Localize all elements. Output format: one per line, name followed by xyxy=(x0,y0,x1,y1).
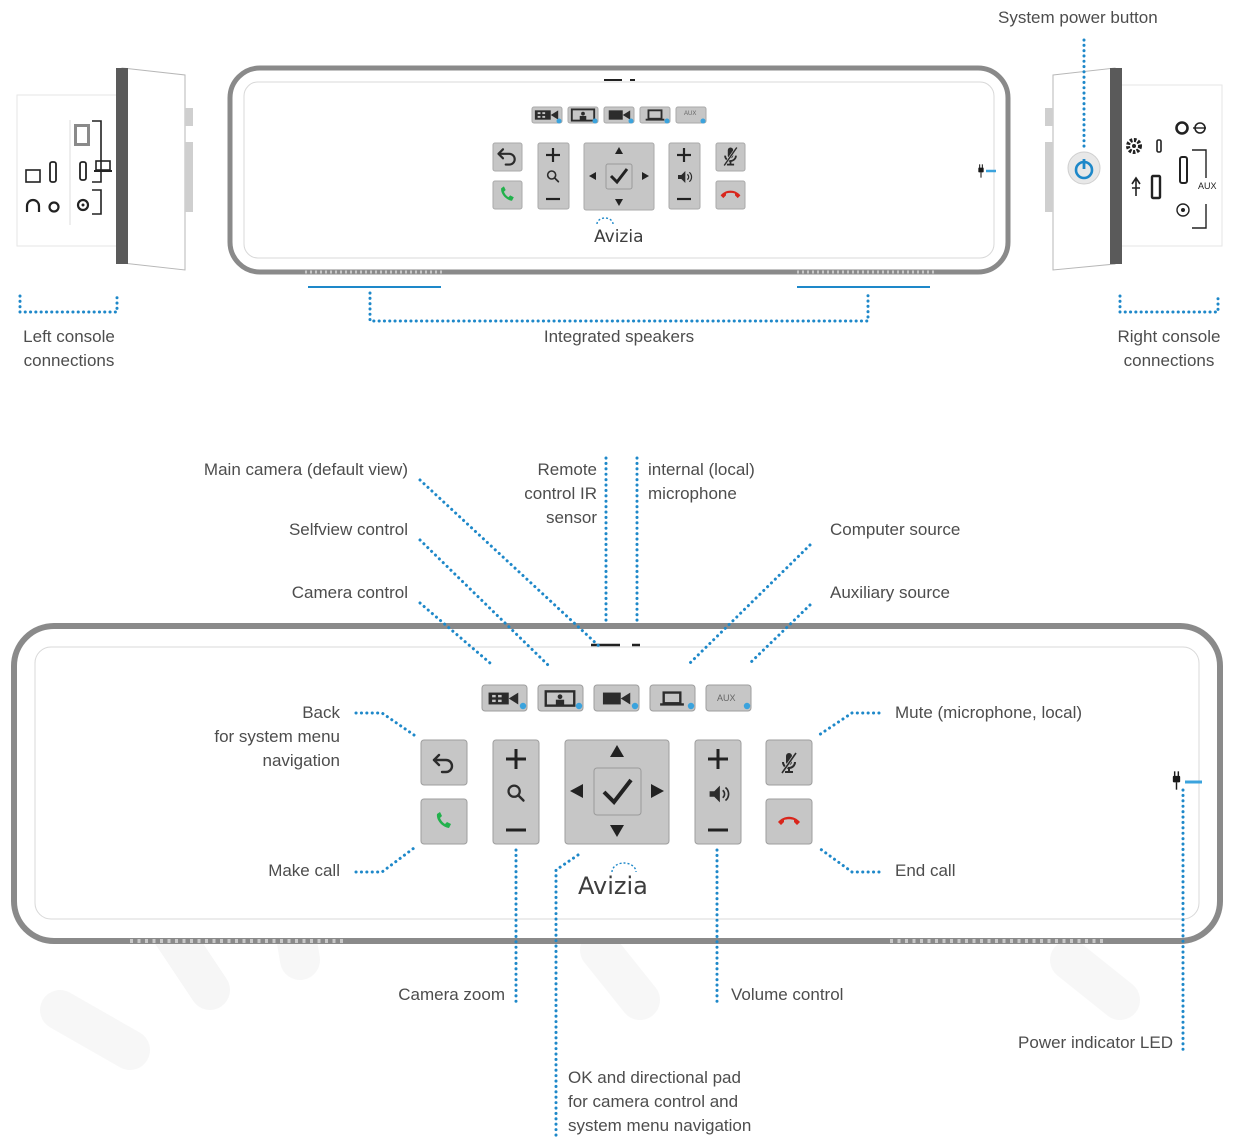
arrow-right-icon[interactable] xyxy=(651,784,664,798)
selfview-button[interactable] xyxy=(537,684,584,712)
camera-control-callout: Camera control xyxy=(291,583,408,602)
aux-button-text-small: AUX xyxy=(684,111,697,117)
arrow-down-icon[interactable] xyxy=(610,825,624,837)
power-led xyxy=(1172,771,1202,790)
main-camera-led xyxy=(519,702,527,710)
camera-control-button[interactable] xyxy=(593,684,640,712)
mute-button[interactable] xyxy=(765,739,813,786)
aux-button-text: AUX xyxy=(717,693,736,703)
right-console-label: Right console connections xyxy=(1117,327,1221,370)
auxiliary-source-button[interactable] xyxy=(705,684,752,712)
power-button-label: System power button xyxy=(998,8,1158,27)
auxiliary-source-callout: Auxiliary source xyxy=(830,583,950,602)
ir-sensor-callout: Remote control IR sensor xyxy=(524,460,597,527)
callout-lines xyxy=(354,456,1185,1137)
left-console-label: Left console connections xyxy=(23,327,115,370)
left-console xyxy=(16,67,193,272)
brand-logo-small: Avizia xyxy=(594,227,644,247)
power-led-callout: Power indicator LED xyxy=(1018,1033,1173,1052)
volume-callout: Volume control xyxy=(731,985,844,1004)
top-front-panel xyxy=(227,65,1011,288)
brand-logo: Avizia xyxy=(578,872,648,900)
volume-rocker[interactable] xyxy=(694,739,742,845)
check-icon xyxy=(602,778,633,806)
end-call-callout: End call xyxy=(895,861,956,880)
back-callout: Back for system menu navigation xyxy=(214,703,340,770)
computer-source-button[interactable] xyxy=(649,684,696,712)
camera-zoom-rocker[interactable] xyxy=(492,739,540,845)
arrow-left-icon[interactable] xyxy=(570,784,583,798)
dpad-callout: OK and directional pad for camera contro… xyxy=(568,1068,752,1135)
microphone-callout: internal (local) microphone xyxy=(648,460,755,503)
back-button[interactable] xyxy=(420,739,468,786)
arrow-up-icon[interactable] xyxy=(610,745,624,757)
ok-button[interactable] xyxy=(593,767,642,816)
main-camera-callout: Main camera (default view) xyxy=(203,460,408,479)
computer-source-callout: Computer source xyxy=(830,520,961,539)
top-callout-lines xyxy=(18,38,1220,323)
make-call-callout: Make call xyxy=(268,861,340,880)
camera-zoom-callout: Camera zoom xyxy=(398,985,505,1004)
zoom-in-icon xyxy=(506,749,526,769)
right-console xyxy=(1045,67,1223,271)
directional-pad[interactable] xyxy=(564,739,670,845)
aux-port-label: AUX xyxy=(1198,181,1217,191)
make-call-button[interactable] xyxy=(420,798,468,845)
logo-mark xyxy=(596,217,637,873)
selfview-callout: Selfview control xyxy=(288,520,408,539)
speakers-label: Integrated speakers xyxy=(543,327,695,346)
end-call-button[interactable] xyxy=(765,798,813,845)
mute-callout: Mute (microphone, local) xyxy=(895,703,1083,722)
main-camera-button[interactable] xyxy=(481,684,528,712)
